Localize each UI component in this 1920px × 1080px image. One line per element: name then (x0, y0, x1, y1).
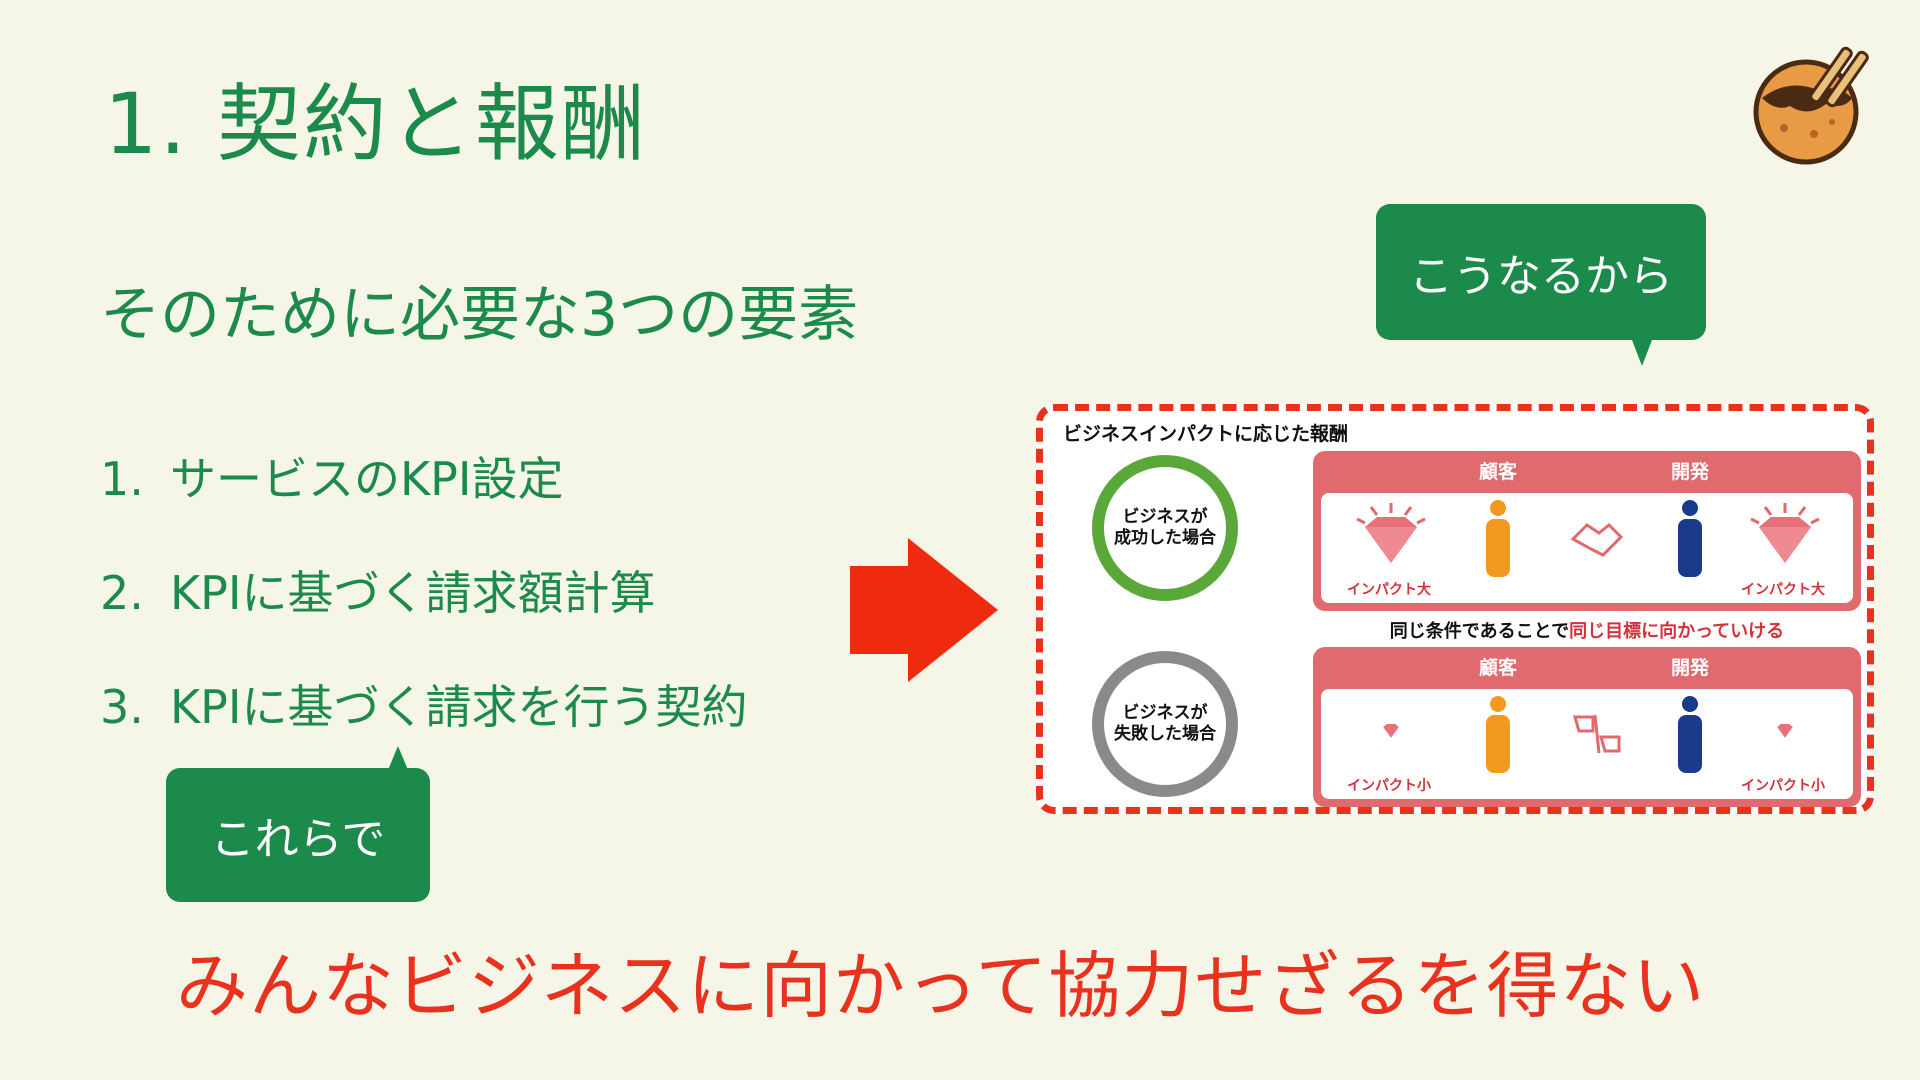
fail-circle-label: ビジネスが 失敗した場合 (1114, 702, 1216, 744)
customer-label: 顧客 (1479, 461, 1518, 483)
diamond-icon (1777, 724, 1793, 738)
diamond-icon (1356, 503, 1426, 563)
shared-goal-highlight: 同じ目標に向かっていける (1569, 621, 1785, 642)
list-text: KPIに基づく請求額計算 (170, 566, 656, 620)
conclusion-text: みんなビジネスに向かって協力せざるを得ない (176, 944, 1706, 1028)
slide-title: 1. 契約と報酬 (104, 75, 647, 173)
embedded-slide-image: ビジネスインパクトに応じた報酬 ビジネスが 成功した場合 ビジネスが 失敗した場… (1036, 404, 1874, 814)
developer-label: 開発 (1671, 657, 1710, 679)
person-icon (1678, 500, 1702, 577)
shared-goal-prefix: 同じ条件であることで (1389, 621, 1570, 642)
callout-bubble-top: こうなるから (1376, 204, 1706, 366)
fail-circle: ビジネスが 失敗した場合 (1092, 651, 1238, 797)
list-item: 1.サービスのKPI設定 (100, 456, 563, 502)
success-panel: 顧客 開発 インパクト大 インパクト大 (1313, 451, 1861, 611)
list-number: 1. (100, 452, 144, 506)
customer-label: 顧客 (1479, 657, 1518, 679)
person-icon (1486, 500, 1510, 577)
diamond-icon (1383, 724, 1399, 738)
handshake-icon (1570, 522, 1624, 557)
list-item: 3.KPIに基づく請求を行う契約 (100, 684, 747, 730)
list-text: KPIに基づく請求を行う契約 (170, 680, 748, 734)
callout-text: こうなるから (1409, 251, 1673, 302)
list-item: 2.KPIに基づく請求額計算 (100, 570, 655, 616)
list-number: 3. (100, 680, 144, 734)
success-circle: ビジネスが 成功した場合 (1092, 455, 1238, 601)
section-subtitle: そのために必要な3つの要素 (100, 280, 859, 350)
success-panel-content: インパクト大 インパクト大 (1321, 493, 1853, 603)
success-circle-label: ビジネスが 成功した場合 (1114, 506, 1216, 548)
callout-bubble-bottom: これらで (166, 746, 430, 902)
arrow-right-icon (850, 538, 998, 682)
callout-tail (1632, 340, 1652, 366)
handshake-broken-icon (1573, 714, 1621, 754)
list-text: サービスのKPI設定 (170, 452, 564, 506)
person-icon (1486, 696, 1510, 773)
callout-text: これらで (210, 814, 386, 865)
fail-panel-content: インパクト小 インパクト小 (1321, 689, 1853, 799)
person-icon (1678, 696, 1702, 773)
fail-panel: 顧客 開発 インパクト小 インパクト小 (1313, 647, 1861, 807)
impact-label: インパクト小 (1741, 778, 1825, 794)
callout-tail (388, 746, 408, 770)
embedded-slide-title: ビジネスインパクトに応じた報酬 (1063, 423, 1349, 445)
takoyaki-mascot-icon (1753, 46, 1869, 165)
diamond-icon (1750, 503, 1820, 563)
impact-label: インパクト大 (1741, 582, 1825, 598)
list-number: 2. (100, 566, 144, 620)
impact-label: インパクト小 (1347, 778, 1431, 794)
shared-goal-text: 同じ条件であることで同じ目標に向かっていける (1313, 617, 1861, 643)
developer-label: 開発 (1671, 461, 1710, 483)
impact-label: インパクト大 (1347, 582, 1431, 598)
